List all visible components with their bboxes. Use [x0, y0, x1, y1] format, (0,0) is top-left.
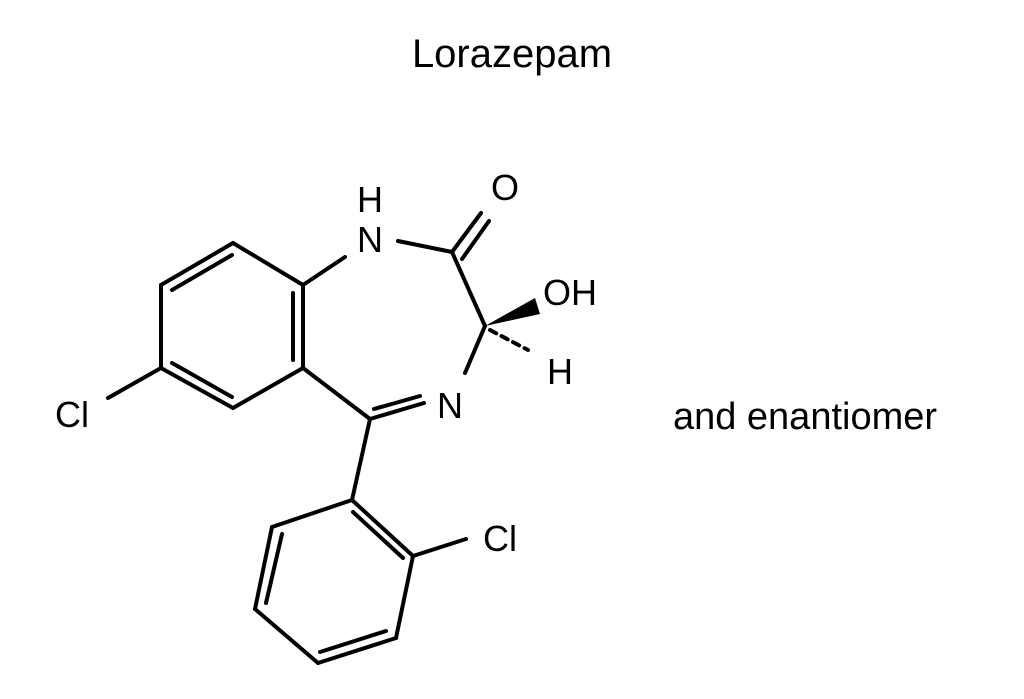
n1-hydrogen-label: H: [357, 179, 383, 220]
bonds: [106, 211, 530, 665]
carbonyl-oxygen-label: O: [491, 167, 519, 208]
enantiomer-note: and enantiomer: [673, 396, 937, 438]
c3-hydrogen-label: H: [547, 351, 573, 392]
chloro-7-label: Cl: [55, 394, 89, 435]
n1-label: N: [357, 219, 383, 260]
chloro-2prime-label: Cl: [483, 518, 517, 559]
n4-label: N: [437, 385, 463, 426]
wedge-bond-oh: [485, 298, 540, 326]
compound-title: Lorazepam: [412, 32, 612, 76]
hydroxyl-label: OH: [543, 272, 597, 313]
